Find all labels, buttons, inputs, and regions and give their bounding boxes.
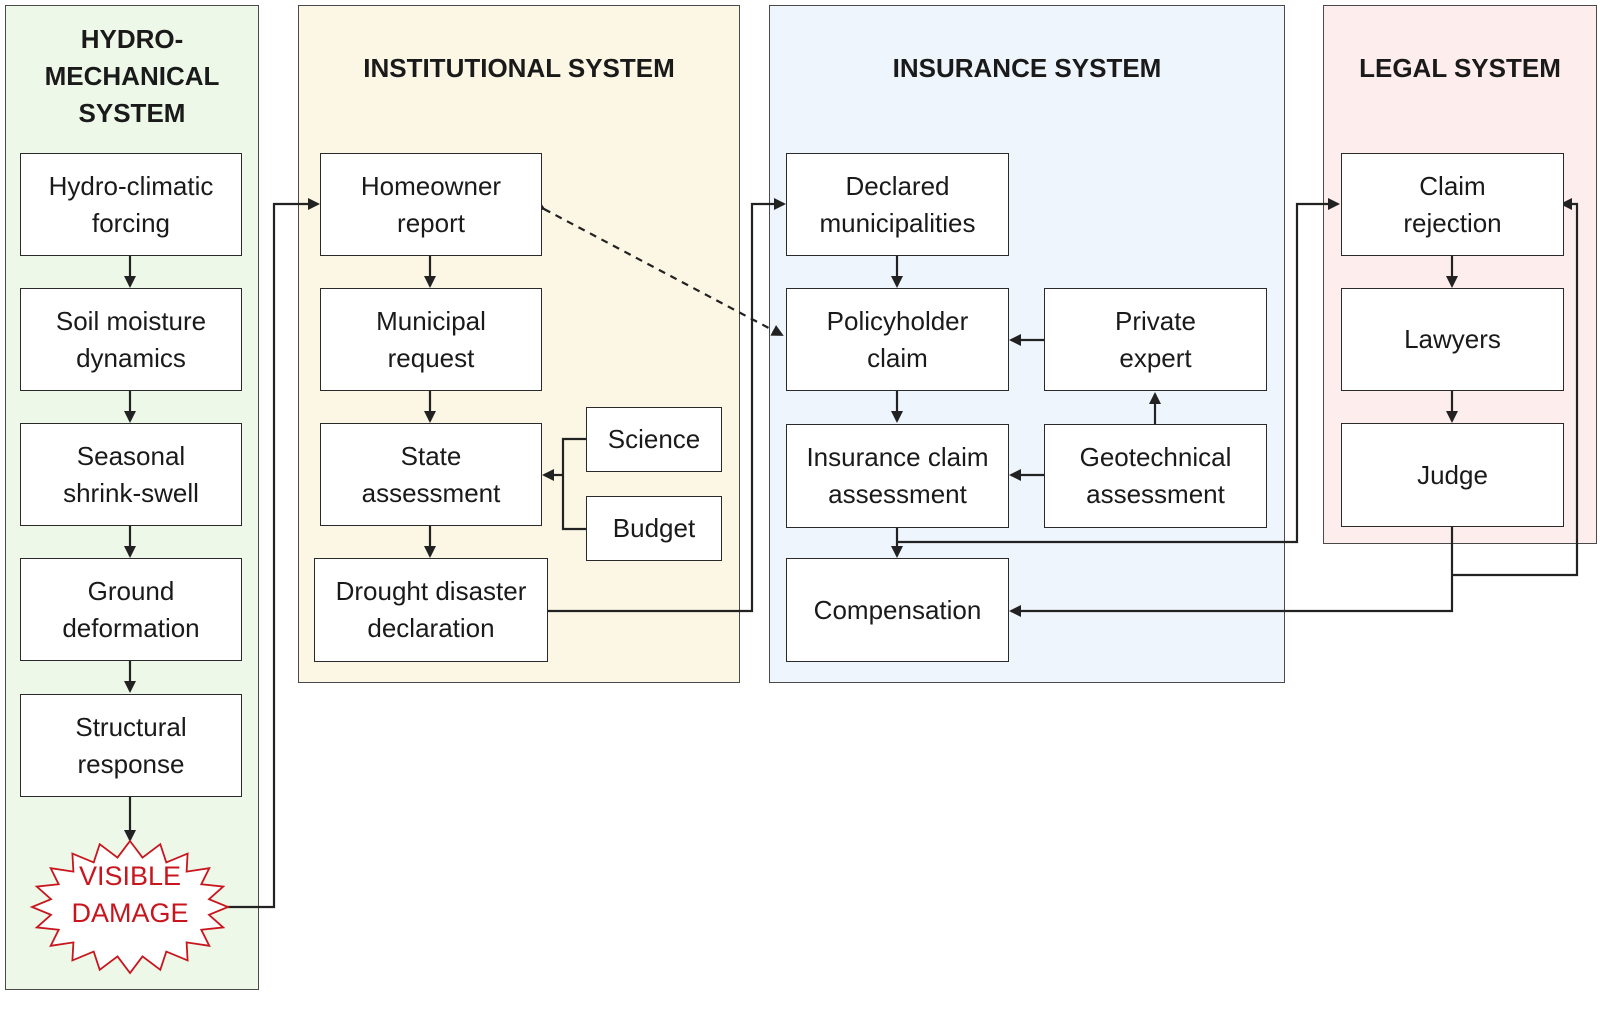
node-hydro-climatic-forcing: Hydro-climatic forcing xyxy=(20,153,242,256)
hydro-mechanical-title: HYDRO- MECHANICAL SYSTEM xyxy=(44,24,220,128)
node-claim-rejection: Claim rejection xyxy=(1341,153,1564,256)
legal-title: LEGAL SYSTEM xyxy=(1359,53,1561,83)
node-policyholder-claim: Policyholder claim xyxy=(786,288,1009,391)
node-ground-deformation: Ground deformation xyxy=(20,558,242,661)
arrow-assessment-rejection xyxy=(897,198,1340,544)
node-state-assessment: State assessment xyxy=(320,423,542,526)
node-structural-response: Structural response xyxy=(20,694,242,797)
node-municipal-request: Municipal request xyxy=(320,288,542,391)
visible-damage-starburst xyxy=(29,839,231,975)
node-private-expert: Private expert xyxy=(1044,288,1267,391)
node-judge: Judge xyxy=(1341,423,1564,527)
arrow-damage-homeowner xyxy=(220,198,320,909)
arrow-homeowner-policyholder-dashed xyxy=(532,199,784,336)
node-soil-moisture-dynamics: Soil moisture dynamics xyxy=(20,288,242,391)
node-geotechnical-assessment: Geotechnical assessment xyxy=(1044,424,1267,528)
node-science: Science xyxy=(586,407,722,472)
node-insurance-claim-assessment: Insurance claim assessment xyxy=(786,424,1009,528)
institutional-title: INSTITUTIONAL SYSTEM xyxy=(363,53,675,83)
arrow-judge-rejection xyxy=(1452,198,1579,577)
node-lawyers: Lawyers xyxy=(1341,288,1564,391)
node-drought-disaster-declaration: Drought disaster declaration xyxy=(314,558,548,662)
visible-damage-label: VISIBLE DAMAGE xyxy=(71,861,189,928)
node-seasonal-shrink-swell: Seasonal shrink-swell xyxy=(20,423,242,526)
node-homeowner-report: Homeowner report xyxy=(320,153,542,256)
node-compensation: Compensation xyxy=(786,558,1009,662)
insurance-title: INSURANCE SYSTEM xyxy=(892,53,1162,83)
node-declared-municipalities: Declared municipalities xyxy=(786,153,1009,256)
arrow-judge-compensation xyxy=(1009,526,1454,617)
line-science xyxy=(561,437,586,531)
node-budget: Budget xyxy=(586,496,722,561)
